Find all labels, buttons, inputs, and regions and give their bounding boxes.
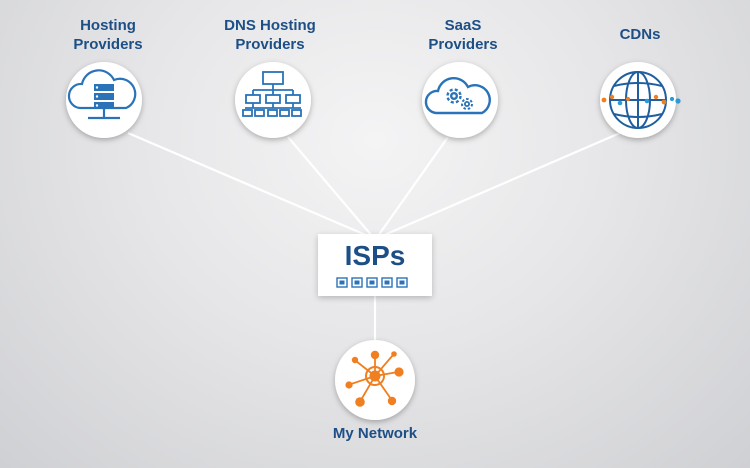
saas-providers-label: SaaS Providers: [393, 16, 533, 54]
hierarchy-icon: [242, 71, 302, 117]
connector-saas: [377, 136, 449, 237]
cdn-node: [600, 62, 681, 138]
hosting-providers-label: Hosting Providers: [38, 16, 178, 54]
cdn-label-line1: CDNs: [619, 26, 661, 43]
server-cloud-icon: [67, 69, 137, 120]
saas-node: [422, 62, 498, 138]
cdn-dots: [601, 94, 681, 106]
saas-label-line1: SaaS: [444, 17, 482, 34]
globe-icon: [609, 71, 667, 129]
mynetwork-label-text: My Network: [332, 425, 418, 442]
my-network-label: My Network: [300, 424, 450, 443]
dns-label-line2: Providers: [235, 36, 305, 53]
cloud-gears-icon: [424, 76, 491, 115]
network-ports-icon: [336, 277, 408, 288]
hosting-node: [66, 62, 142, 138]
connectors: [127, 131, 621, 340]
isp-box: ISPs: [318, 234, 432, 296]
dns-hosting-providers-label: DNS Hosting Providers: [200, 16, 340, 54]
network-hub-icon: [345, 350, 404, 407]
dns-label-line1: DNS Hosting: [224, 17, 316, 34]
hosting-label-line1: Hosting: [80, 17, 136, 34]
hosting-label-line2: Providers: [73, 36, 143, 53]
connector-cdn: [381, 131, 621, 238]
connector-dns: [287, 136, 373, 237]
cdns-label: CDNs: [570, 25, 710, 44]
connector-hosting: [127, 131, 369, 238]
mynetwork-node: [335, 340, 415, 420]
dns-node: [235, 62, 311, 138]
isp-title: ISPs: [344, 240, 406, 271]
saas-label-line2: Providers: [428, 36, 498, 53]
